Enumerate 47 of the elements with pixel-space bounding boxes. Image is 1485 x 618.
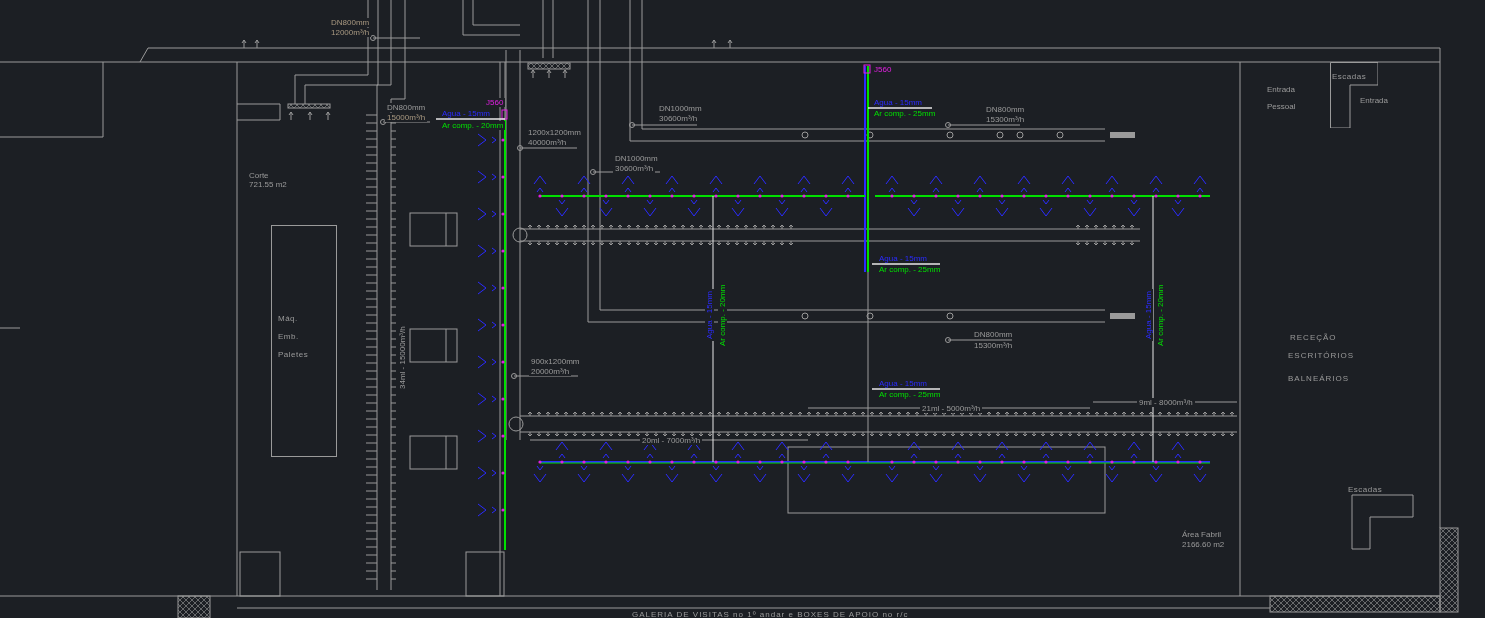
duct-size-label: DN1000mm: [657, 104, 704, 113]
valve-tag: J560: [872, 65, 894, 74]
duct-run-label: 34ml - 15000m³/h: [398, 323, 407, 391]
area-label: 721.55 m2: [247, 180, 289, 189]
airflow-label: 15000m³/h: [385, 113, 428, 122]
pipe-label: Agua - 15mm: [705, 288, 714, 341]
room-label: Corte: [247, 171, 271, 180]
pipe-label: Ar comp. - 25mm: [877, 390, 943, 399]
duct-size-label: DN1000mm: [613, 154, 660, 163]
pipe-label: Ar comp. - 25mm: [877, 265, 943, 274]
duct-size-label: DN800mm: [329, 18, 372, 27]
pipe-label: Ar comp. - 20mm: [440, 121, 506, 130]
pipe-label: Ar comp. - 25mm: [872, 109, 938, 118]
airflow-label: 15300m³/h: [984, 115, 1027, 124]
pipe-label: Agua - 15mm: [877, 254, 930, 263]
room-label: Escadas: [1332, 72, 1367, 81]
duct-run-label: 20ml - 7000m³/h: [640, 436, 703, 445]
duct-size-label: DN800mm: [972, 330, 1015, 339]
valve-tag: J560: [484, 98, 506, 107]
duct-size-label: 900x1200mm: [529, 357, 582, 366]
duct-size-label: DN800mm: [385, 103, 428, 112]
duct-run-label: 21ml - 5000m³/h: [920, 404, 983, 413]
airflow-label: 30600m³/h: [613, 164, 656, 173]
room-label: Entrada: [1265, 85, 1298, 94]
duct-size-label: DN800mm: [984, 105, 1027, 114]
pipe-label: Ar comp. - 20mm: [718, 282, 727, 348]
pipe-label: Agua - 15mm: [877, 379, 930, 388]
machine-area-outline: [271, 225, 337, 457]
airflow-label: 15300m³/h: [972, 341, 1015, 350]
airflow-label: 20000m³/h: [529, 367, 572, 376]
room-label: Área Fabril: [1180, 530, 1224, 539]
room-label: RECEÇÃO: [1288, 333, 1339, 342]
room-label: Pessoal: [1265, 102, 1298, 111]
pipe-label: Agua - 15mm: [872, 98, 925, 107]
room-label: Escadas: [1348, 485, 1383, 494]
airflow-label: 12000m³/h: [329, 28, 372, 37]
airflow-label: 30600m³/h: [657, 114, 700, 123]
room-label: Entrada: [1358, 96, 1391, 105]
airflow-label: 40000m³/h: [526, 138, 569, 147]
duct-run-label: 9ml - 8000m³/h: [1137, 398, 1195, 407]
pipe-label: Ar comp. - 20mm: [1156, 282, 1165, 348]
area-label: Máq. Emb. Paletes: [278, 313, 310, 361]
pipe-label: Agua - 15mm: [1144, 288, 1153, 341]
pipe-label: Agua - 15mm: [440, 109, 493, 118]
area-label: 2166.60 m2: [1180, 540, 1227, 549]
footer-note: GALERIA DE VISITAS no 1º andar e BOXES DE APOIO no r/c: [630, 610, 911, 618]
duct-size-label: 1200x1200mm: [526, 128, 583, 137]
